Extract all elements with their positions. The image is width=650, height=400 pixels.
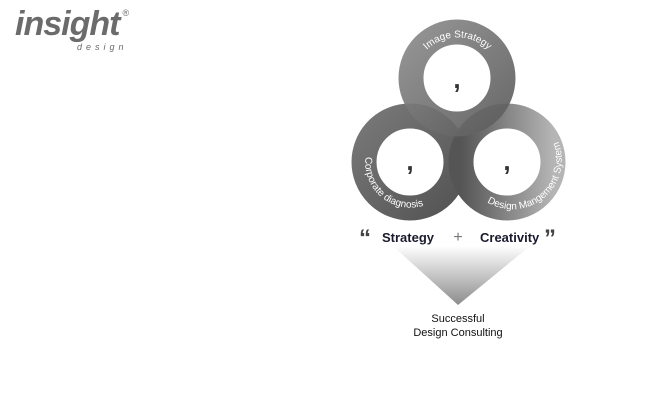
logo-subtitle: design	[77, 42, 128, 52]
plus-sign: +	[453, 229, 462, 246]
open-quote: “	[359, 225, 371, 252]
ring-right	[448, 103, 566, 221]
creativity-label: Creativity	[480, 230, 540, 245]
comma-left: ,	[406, 146, 413, 176]
registered-mark: ®	[122, 8, 130, 18]
result-line-2: Design Consulting	[413, 327, 502, 339]
comma-right: ,	[503, 146, 510, 176]
result-line-1: Successful	[431, 313, 484, 325]
funnel-arrow	[393, 246, 530, 305]
insight-logo[interactable]: insight ® design	[15, 6, 145, 52]
ring-top	[398, 19, 516, 137]
comma-top: ,	[453, 64, 460, 94]
logo-wordmark: insight	[15, 5, 120, 43]
close-quote: ”	[544, 225, 556, 252]
strategy-label: Strategy	[382, 230, 435, 245]
logo-row: insight ®	[15, 6, 145, 42]
